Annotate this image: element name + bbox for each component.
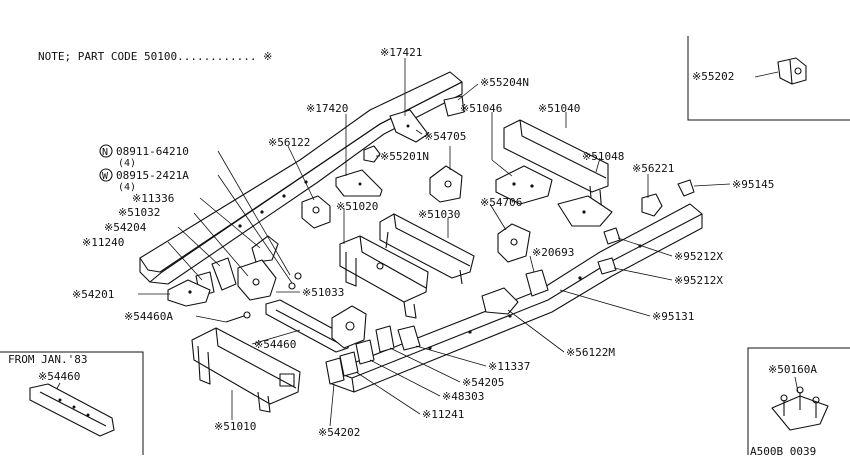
crossmember-51020 [339,235,429,319]
callout-17421: ※17421 [380,46,422,59]
inset-50160A: ※50160A [747,347,850,455]
bracket-11241 [339,351,359,377]
callout-17420: ※17420 [306,102,348,115]
callout-11337: ※11337 [488,360,530,373]
callout-51020: ※51020 [336,200,378,213]
bracket-20693 [525,269,549,297]
callout-11240: ※11240 [82,236,124,249]
callout-08911-qty: (4) [118,158,136,169]
callout-54460A: ※54460A [124,310,173,323]
callout-54201: ※54201 [72,288,114,301]
callout-51046: ※51046 [460,102,502,115]
from-date-label: FROM JAN.'83 [8,353,87,366]
callout-54204: ※54204 [104,221,147,234]
callout-08915: 08915-2421A [116,169,189,182]
part-55202-bracket [777,57,807,85]
callout-08911: 08911-64210 [116,145,189,158]
callout-54460: ※54460 [254,338,296,351]
callout-95212X-b: ※95212X [674,274,723,287]
inset-from-jan-83: FROM JAN.'83 ※54460 [0,351,144,455]
callout-95145: ※95145 [732,178,774,191]
callout-54460-inset: ※54460 [38,370,80,383]
mount-56221 [641,193,663,217]
callout-51032: ※51032 [118,206,160,219]
callout-54205: ※54205 [462,376,504,389]
mount-55204N [443,95,465,117]
bracket-11337 [397,325,421,351]
bracket-51033 [331,305,367,349]
callout-55202: ※55202 [692,70,734,83]
frame-left-rail [139,71,463,285]
callout-48303: ※48303 [442,390,484,403]
crossmember-51030 [379,213,475,285]
callout-51048: ※51048 [582,150,624,163]
bracket-54205 [375,325,395,353]
callout-50160A: ※50160A [768,363,817,376]
circled-w-symbol: W [102,171,109,182]
bracket-48303 [355,339,375,365]
callout-54202: ※54202 [318,426,360,439]
callout-56221: ※56221 [632,162,674,175]
callout-54705: ※54705 [424,130,466,143]
part-code-note: NOTE; PART CODE 50100............ ※ [38,50,272,63]
callout-11336: ※11336 [132,192,174,205]
callout-56122M: ※56122M [566,346,615,359]
bracket-95212X-b [597,257,617,275]
leader-lines [138,58,731,427]
callout-55201N: ※55201N [380,150,429,163]
mount-56122 [301,195,331,229]
mount-54201 [167,279,211,307]
circled-n-symbol: N [102,147,108,158]
mount-56122M [481,287,519,315]
callout-51040: ※51040 [538,102,580,115]
bracket-54706 [497,223,531,263]
crossmember-51010 [191,327,301,413]
callout-20693: ※20693 [532,246,574,259]
callout-11241: ※11241 [422,408,464,421]
callout-95131: ※95131 [652,310,694,323]
bracket-11336 [251,235,279,263]
bracket-54204 [211,257,237,291]
bracket-51048 [557,195,613,227]
part-50160A-plate [771,386,829,431]
callout-56122: ※56122 [268,136,310,149]
bolt-54460A [225,311,251,323]
callout-08911-group: N 08911-64210 (4) [99,144,189,169]
callout-51033: ※51033 [302,286,344,299]
bracket-17421 [389,109,429,143]
bracket-54705 [429,165,463,203]
callout-55204N: ※55204N [480,76,529,89]
part-54460-inset-bar [29,383,115,437]
mount-55201N [363,145,381,163]
bracket-51046 [495,165,553,205]
callout-95212X-a: ※95212X [674,250,723,263]
callout-08915-qty: (4) [118,182,136,193]
inset-55202: ※55202 [687,36,850,121]
callout-54706: ※54706 [480,196,522,209]
bar-54460 [265,299,351,353]
callout-08915-group: W 08915-2421A (4) [99,168,189,193]
callout-51010: ※51010 [214,420,256,433]
callout-51030: ※51030 [418,208,460,221]
mount-54202 [325,357,345,385]
figure-code: A500B 0039 [750,445,816,458]
bracket-51032 [237,259,277,301]
bracket-95212X-a [603,227,621,245]
hook-95145 [677,179,695,197]
bracket-17420 [335,169,383,197]
